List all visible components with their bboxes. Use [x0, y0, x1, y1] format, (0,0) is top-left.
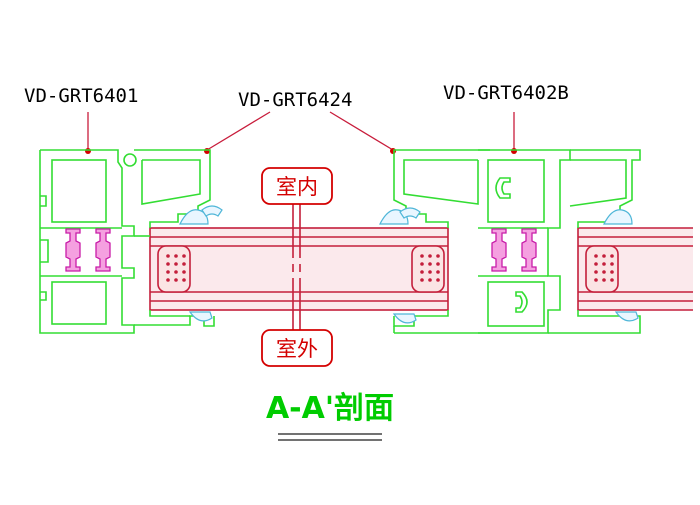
gasket-far-right: [603, 209, 639, 322]
indoor-tag: 室内: [261, 167, 333, 205]
label-middle-profile: VD-GRT6424: [238, 89, 352, 111]
glass-pane-center: [149, 227, 449, 311]
indoor-tag-text: 室内: [276, 175, 318, 199]
glass-pane-right: [577, 227, 693, 311]
title-underline: [278, 433, 382, 441]
frame-profile-left: [39, 149, 137, 334]
gasket-right-top: [379, 207, 421, 225]
sash-profile-far-right: [548, 149, 641, 334]
center-axis-line: [292, 202, 301, 330]
leader-lines: [85, 111, 517, 154]
label-right-profile: VD-GRT6402B: [443, 82, 569, 104]
outdoor-tag-text: 室外: [276, 337, 318, 361]
gasket-left-top: [179, 205, 223, 225]
gasket-left-bottom: [188, 311, 213, 322]
outdoor-tag: 室外: [261, 329, 333, 367]
label-left-profile: VD-GRT6401: [24, 85, 138, 107]
spacer-desiccant: [166, 254, 614, 282]
frame-profile-right: [478, 149, 571, 334]
thermal-break-left: [65, 228, 111, 272]
thermal-break-right: [491, 228, 537, 272]
gasket-right-bottom: [392, 313, 417, 324]
section-title: A-A'剖面: [266, 391, 394, 426]
